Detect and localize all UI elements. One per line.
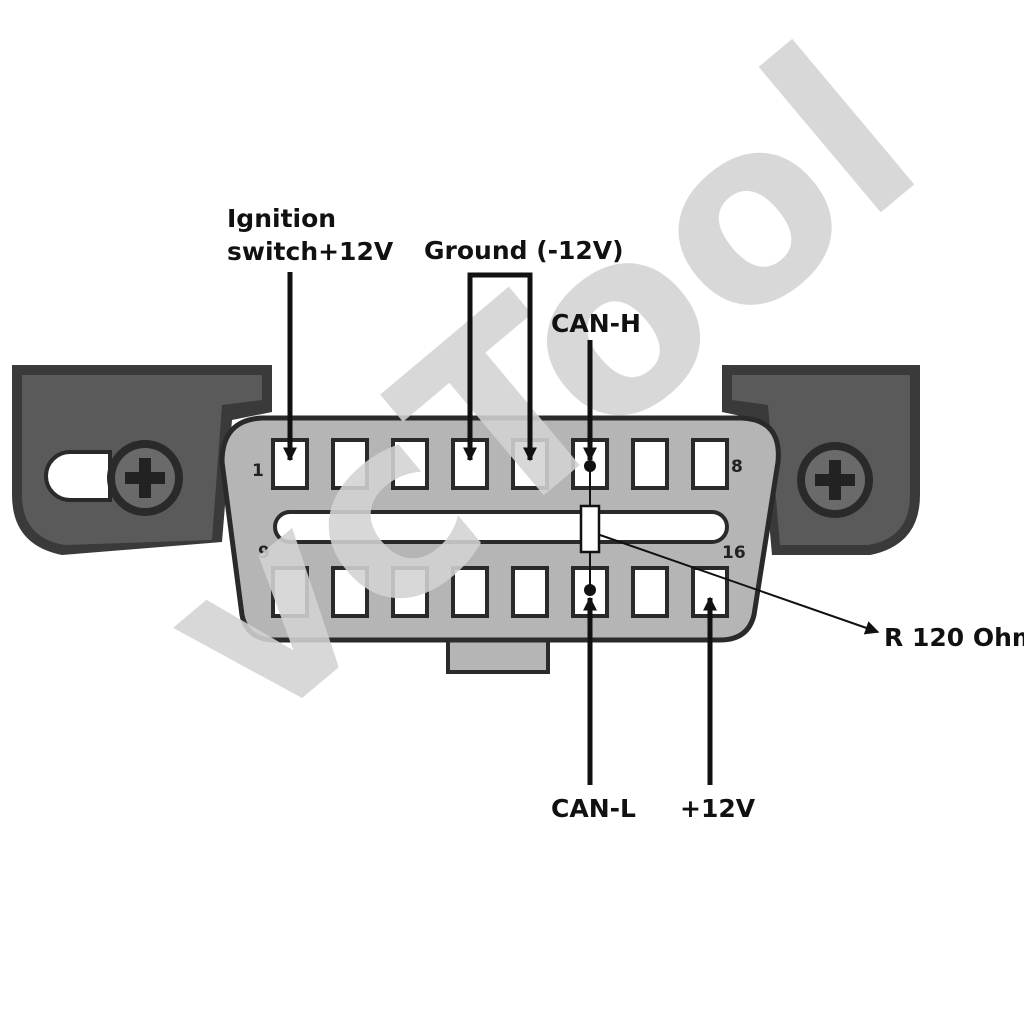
pin-number-1: 1 (252, 461, 264, 481)
pin-socket-15 (631, 566, 669, 618)
pin-socket-2 (331, 438, 369, 490)
pin-number-16: 16 (722, 543, 746, 563)
pin-socket-12 (451, 566, 489, 618)
resistor-icon (579, 460, 880, 635)
pin-socket-3 (391, 438, 429, 490)
pin-socket-11 (391, 566, 429, 618)
ground-bracket-line (467, 272, 533, 440)
pin-socket-10 (331, 566, 369, 618)
pin-socket-7 (631, 438, 669, 490)
pin-socket-9 (271, 566, 309, 618)
pin-number-8: 8 (731, 457, 743, 477)
pin-socket-8 (691, 438, 729, 490)
right-mounting-bracket (722, 365, 920, 555)
label-plus-12v: +12V (680, 794, 756, 823)
resistor-leader-line (599, 534, 880, 635)
label-can-h: CAN-H (551, 309, 641, 338)
label-can-l: CAN-L (551, 794, 636, 823)
pin-number-9: 9 (258, 543, 270, 563)
annotation-lines (283, 272, 717, 785)
label-ignition-line1: Ignition (227, 204, 336, 233)
bracket-slot (44, 450, 112, 502)
left-mounting-bracket (12, 365, 272, 555)
label-resistor: R 120 Ohm (884, 623, 1024, 652)
screw-head-icon (797, 442, 873, 518)
label-ignition-line2: switch+12V (227, 237, 394, 266)
label-ground: Ground (-12V) (424, 236, 624, 265)
screw-head-icon (107, 440, 183, 516)
pin-socket-13 (511, 566, 549, 618)
connector-center-slot (273, 510, 729, 544)
